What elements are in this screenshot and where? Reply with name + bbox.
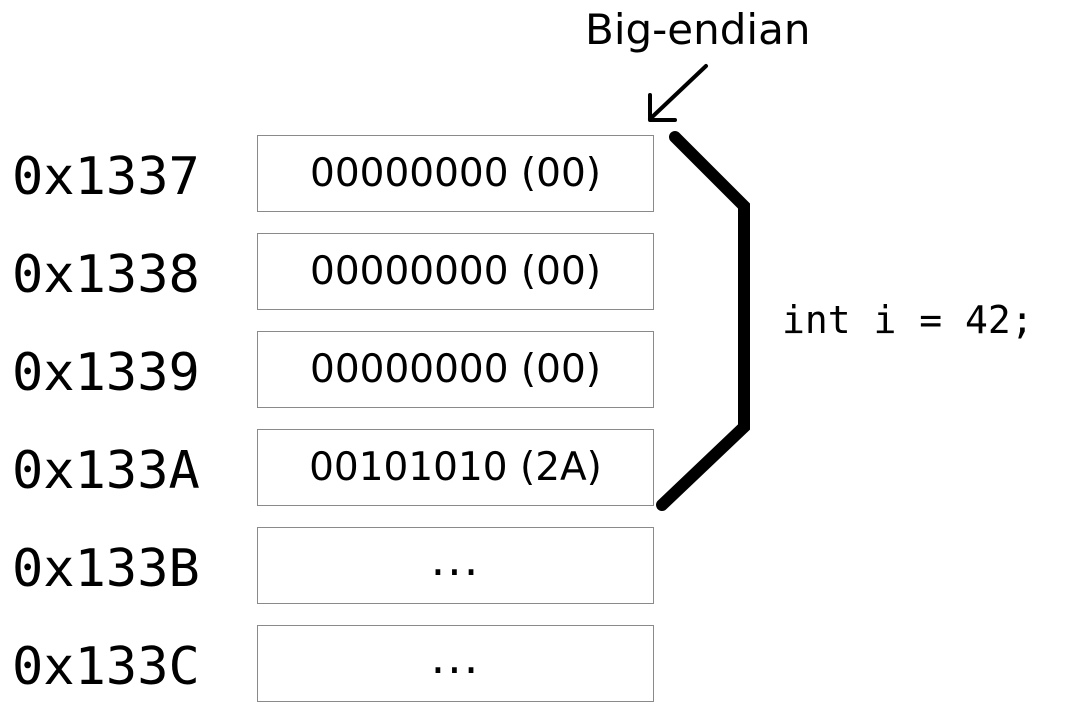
bracket [656,131,750,511]
memory-cell: 00101010 (2A) [257,429,654,506]
memory-cell: 00000000 (00) [257,331,654,408]
memory-address: 0x133A [12,441,200,501]
memory-address: 0x1337 [12,147,200,207]
memory-address: 0x133B [12,539,200,599]
arrow-icon [648,64,708,122]
memory-cell: 00000000 (00) [257,233,654,310]
memory-cell: ... [257,527,654,604]
memory-cell: ... [257,625,654,702]
memory-address: 0x133C [12,637,200,697]
memory-cell: 00000000 (00) [257,135,654,212]
memory-address: 0x1338 [12,245,200,305]
diagram-title: Big-endian [585,5,811,54]
memory-address: 0x1339 [12,343,200,403]
code-label: int i = 42; [782,298,1034,342]
